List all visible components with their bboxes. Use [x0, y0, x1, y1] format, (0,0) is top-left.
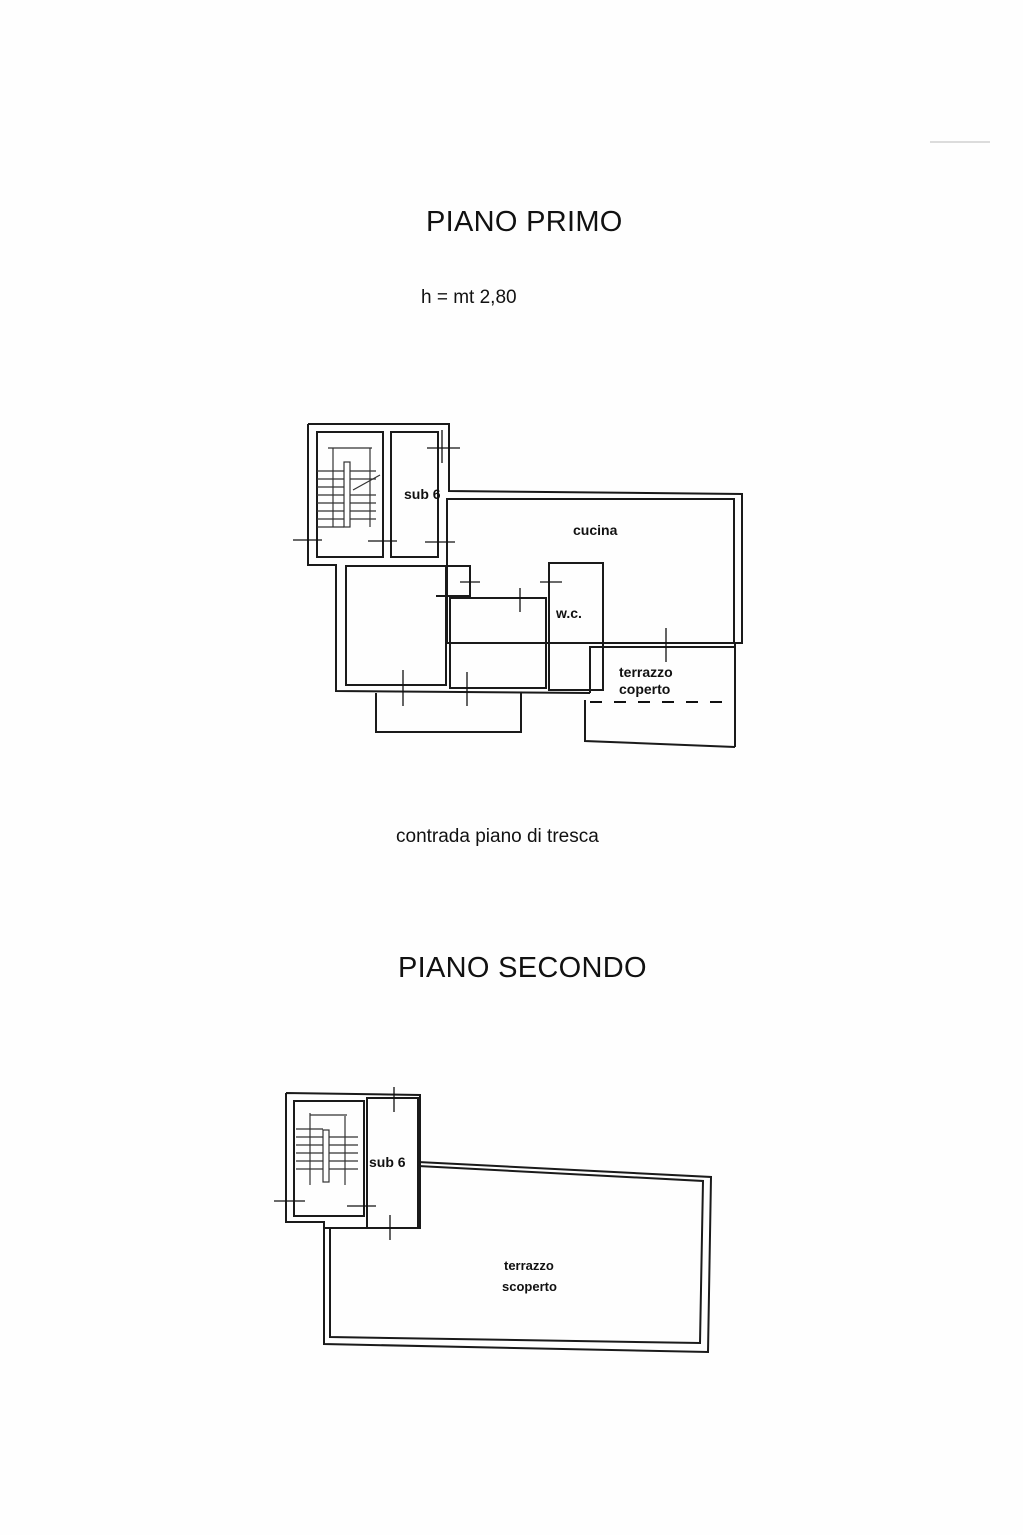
kitchen-label: cucina	[573, 522, 618, 538]
sub6-label-second: sub 6	[369, 1154, 406, 1170]
wc-label: w.c.	[556, 605, 582, 621]
stairs-icon	[296, 1113, 358, 1185]
covered-terrace-label-1: terrazzo	[619, 664, 673, 680]
bedroom-1	[345, 565, 447, 686]
terrace-inner-wall	[329, 1165, 705, 1345]
stairwell	[293, 1100, 365, 1217]
sub6-room	[390, 431, 439, 558]
stairs-icon	[317, 447, 381, 528]
location-caption: contrada piano di tresca	[396, 826, 599, 847]
sub6-label: sub 6	[404, 486, 441, 502]
first-floor-plan	[293, 423, 743, 748]
room-wall	[346, 565, 471, 597]
open-terrace-label-1: terrazzo	[504, 1258, 554, 1273]
outer-wall	[307, 424, 591, 694]
bedroom-2	[449, 597, 547, 689]
first-floor-title: PIANO PRIMO	[426, 206, 623, 238]
open-terrace-label-2: scoperto	[502, 1279, 557, 1294]
door-markers	[293, 430, 667, 706]
second-floor-plan	[274, 1087, 713, 1354]
covered-terrace-label-2: coperto	[619, 681, 671, 697]
second-floor-title: PIANO SECONDO	[398, 952, 647, 984]
terrace-outer-wall	[323, 1161, 713, 1354]
balcony	[375, 693, 522, 733]
outer-wall	[308, 423, 743, 747]
terrace-wall	[589, 646, 735, 693]
wc-room	[548, 562, 604, 691]
kitchen-room	[446, 498, 735, 644]
balcony	[584, 700, 736, 748]
door-markers	[274, 1087, 395, 1240]
ceiling-height-note: h = mt 2,80	[421, 287, 517, 308]
